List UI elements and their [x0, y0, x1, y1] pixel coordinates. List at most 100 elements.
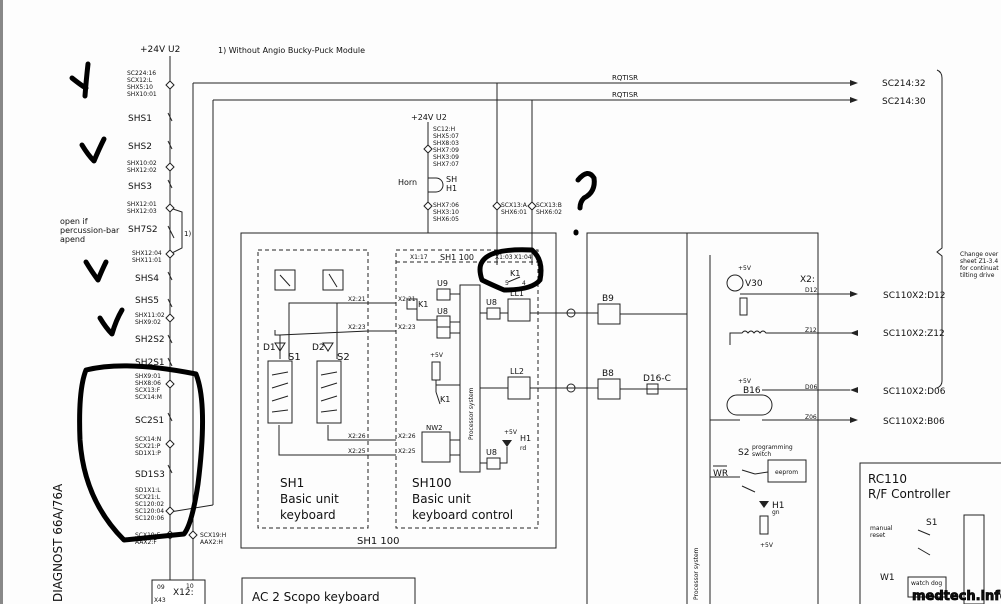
svg-text:SC110X2:B06: SC110X2:B06	[883, 417, 945, 427]
svg-text:SHX5:07: SHX5:07	[433, 133, 459, 140]
svg-text:SC120:02: SC120:02	[135, 501, 164, 508]
svg-text:S2: S2	[738, 448, 749, 458]
svg-text:SHX6:01: SHX6:01	[501, 209, 527, 216]
svg-text:SHX9:01: SHX9:01	[135, 373, 161, 380]
svg-text:H1: H1	[446, 184, 457, 193]
checkmark-icon	[79, 136, 107, 164]
svg-text:4: 4	[522, 280, 526, 287]
svg-text:SH1: SH1	[280, 476, 304, 490]
svg-text:SH1 100: SH1 100	[357, 536, 400, 547]
svg-text:U8: U8	[486, 448, 497, 457]
brace	[936, 69, 943, 389]
x12-connector: 09 10 X12: X43	[151, 579, 206, 604]
terminal-sc214-30: SC214:30	[882, 97, 926, 107]
svg-text:SC12:H: SC12:H	[433, 126, 455, 133]
svg-text:K1: K1	[418, 300, 428, 309]
svg-text:R/F Controller: R/F Controller	[868, 487, 950, 501]
sh1100-block: SH1 100 D1 D2 S1 S2 SH1 Basic unit keybo…	[240, 232, 557, 549]
svg-text:Z12: Z12	[805, 327, 817, 334]
svg-text:V30: V30	[745, 279, 763, 289]
svg-text:keyboard: keyboard	[280, 508, 336, 522]
scan-edge	[0, 0, 3, 604]
svg-text:Basic unit: Basic unit	[412, 492, 471, 506]
svg-text:X2:: X2:	[800, 275, 815, 285]
svg-text:SHX5:10: SHX5:10	[127, 84, 153, 91]
svg-text:SCX21:L: SCX21:L	[135, 494, 161, 501]
svg-text:+5V: +5V	[760, 542, 774, 549]
svg-text:+24V U2: +24V U2	[411, 113, 447, 122]
svg-text:5: 5	[505, 280, 509, 287]
svg-text:SCX21:P: SCX21:P	[135, 443, 161, 450]
svg-text:X2:26: X2:26	[398, 433, 416, 440]
svg-text:B16: B16	[743, 386, 761, 396]
svg-text:sheet Z1-3.4: sheet Z1-3.4	[960, 258, 998, 265]
svg-text:X2:25: X2:25	[398, 448, 416, 455]
svg-text:NW2: NW2	[426, 424, 443, 432]
switch-shs4: SHS4	[135, 274, 159, 284]
svg-text:+5V: +5V	[738, 378, 752, 385]
svg-text:SC120:04: SC120:04	[135, 508, 164, 515]
svg-text:SD1X1:P: SD1X1:P	[135, 450, 161, 457]
switch-sd1s3: SD1S3	[135, 470, 165, 480]
svg-text:SH: SH	[446, 175, 457, 184]
svg-text:SC120:06: SC120:06	[135, 515, 164, 522]
rc110-block: RC110 R/F Controller manual reset S1 W1 …	[859, 462, 1001, 604]
svg-text:Z06: Z06	[805, 414, 817, 421]
svg-text:S1: S1	[926, 518, 937, 528]
signal-rqtisr-2: RQTISR	[612, 91, 638, 99]
svg-text:Basic unit: Basic unit	[280, 492, 339, 506]
svg-text:SHX12:04: SHX12:04	[132, 250, 162, 257]
switch-sc2s1: SC2S1	[135, 416, 164, 426]
svg-text:SHX11:01: SHX11:01	[132, 257, 162, 264]
svg-text:X2:25: X2:25	[348, 448, 366, 455]
svg-text:SC110X2:D06: SC110X2:D06	[883, 387, 946, 397]
svg-text:rd: rd	[520, 445, 526, 452]
svg-text:percussion-bar: percussion-bar	[60, 226, 120, 235]
svg-text:LL2: LL2	[510, 367, 524, 376]
svg-text:SCX14:M: SCX14:M	[135, 394, 162, 401]
watermark: medtech.info	[912, 589, 1001, 604]
svg-text:Processor system: Processor system	[693, 547, 700, 600]
svg-text:SCX12:L: SCX12:L	[127, 77, 153, 84]
svg-text:WR: WR	[713, 469, 728, 479]
svg-text:open if: open if	[60, 217, 88, 226]
svg-text:AC 2 Scopo keyboard: AC 2 Scopo keyboard	[252, 590, 380, 604]
svg-text:SHX11:02: SHX11:02	[135, 312, 165, 319]
svg-text:SCX13:F: SCX13:F	[135, 387, 161, 394]
svg-text:apend: apend	[60, 235, 85, 244]
svg-text:programming: programming	[752, 444, 793, 451]
footnote-text: 1) Without Angio Bucky-Puck Module	[218, 46, 365, 55]
svg-text:+5V: +5V	[738, 265, 752, 272]
svg-text:D1: D1	[263, 343, 276, 353]
svg-text:B9: B9	[602, 294, 614, 304]
svg-text:09: 09	[157, 584, 165, 591]
svg-text:SHX12:02: SHX12:02	[127, 167, 157, 174]
svg-text:RC110: RC110	[868, 472, 907, 486]
svg-text:K1: K1	[510, 269, 520, 278]
interface-block: B9 B8 D16-C Processor system +5V V30 X2:…	[530, 232, 856, 604]
svg-text:SHX8:06: SHX8:06	[135, 380, 161, 387]
svg-text:X43: X43	[154, 597, 166, 604]
svg-text:SCX14:N: SCX14:N	[135, 436, 161, 443]
svg-text:K1: K1	[440, 395, 450, 404]
circle-annotation	[477, 247, 544, 293]
svg-text:SCX13:A: SCX13:A	[501, 202, 528, 209]
svg-text:SHX7:09: SHX7:09	[433, 147, 459, 154]
ac2-block: AC 2 Scopo keyboard	[241, 577, 416, 604]
svg-text:X2:23: X2:23	[398, 324, 416, 331]
switch-shs1: SHS1	[128, 114, 152, 124]
terminal-sc214-32: SC214:32	[882, 79, 926, 89]
switch-shs5: SHS5	[135, 296, 159, 306]
svg-text:SHX6:02: SHX6:02	[536, 209, 562, 216]
svg-text:SHX3:10: SHX3:10	[433, 209, 459, 216]
svg-text:LL1: LL1	[510, 289, 524, 298]
svg-text:D16-C: D16-C	[643, 374, 671, 384]
svg-text:Horn: Horn	[398, 178, 417, 187]
svg-text:keyboard control: keyboard control	[412, 508, 513, 522]
svg-text:SC224:16: SC224:16	[127, 70, 156, 77]
svg-text:Change over: Change over	[960, 251, 999, 258]
